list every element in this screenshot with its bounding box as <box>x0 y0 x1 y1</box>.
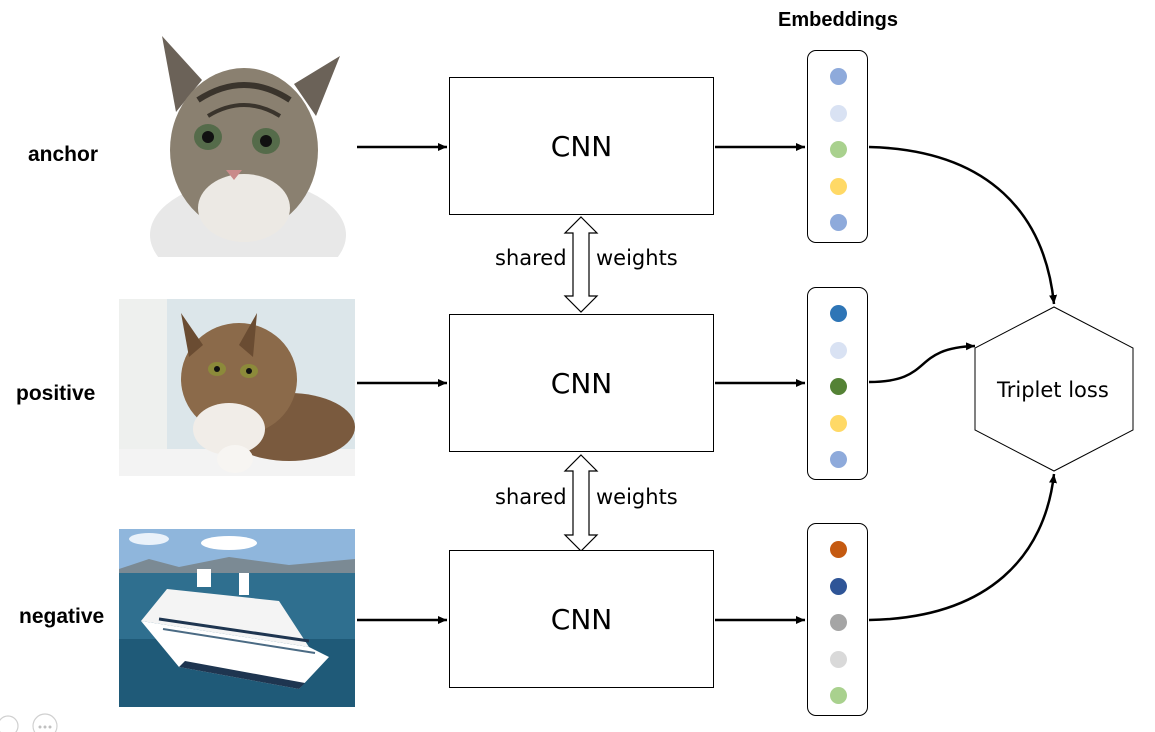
cnn-label: CNN <box>550 602 613 636</box>
label-anchor: anchor <box>28 143 99 166</box>
cnn-box-positive: CNN <box>449 314 714 452</box>
embedding-dot <box>830 414 847 432</box>
embedding-dot <box>830 141 847 158</box>
embedding-anchor <box>807 50 868 243</box>
embedding-dot <box>830 177 847 195</box>
curve-positive-to-loss <box>868 342 976 384</box>
embedding-dot <box>830 214 847 231</box>
shared-label-2: shared <box>495 485 567 509</box>
zoom-icon[interactable] <box>0 715 19 732</box>
embedding-dot <box>830 378 847 395</box>
cnn-box-anchor: CNN <box>449 77 714 215</box>
curve-negative-to-loss <box>868 473 1057 622</box>
curve-anchor-to-loss <box>868 145 1058 305</box>
embedding-dot <box>830 650 847 668</box>
embedding-negative <box>807 523 868 716</box>
shared-weights-arrow-2 <box>563 454 599 552</box>
triplet-loss-hexagon <box>974 306 1134 472</box>
embedding-dot <box>830 577 847 595</box>
slide-controls <box>0 713 58 732</box>
triplet-loss-label: Triplet loss <box>997 378 1109 402</box>
embedding-dot <box>830 104 847 122</box>
shared-weights-arrow-1 <box>563 216 599 313</box>
more-options-icon[interactable] <box>32 713 58 732</box>
embeddings-heading: Embeddings <box>778 9 899 31</box>
weights-label-2: weights <box>596 485 678 509</box>
label-positive: positive <box>16 382 96 405</box>
kitten-photo <box>119 299 355 476</box>
embedding-dot <box>830 451 847 468</box>
embedding-dot <box>830 68 847 85</box>
cruise-ship-photo <box>119 529 355 707</box>
label-negative: negative <box>19 605 105 628</box>
embedding-dot <box>830 687 847 704</box>
embedding-dot <box>830 614 847 631</box>
shared-label-1: shared <box>495 246 567 270</box>
embedding-dot <box>830 341 847 359</box>
embedding-positive <box>807 287 868 480</box>
cnn-label: CNN <box>550 129 613 163</box>
cnn-label: CNN <box>550 366 613 400</box>
embedding-dot <box>830 541 847 558</box>
embedding-dot <box>830 305 847 322</box>
cat-photo <box>148 30 348 257</box>
cnn-box-negative: CNN <box>449 550 714 688</box>
weights-label-1: weights <box>596 246 678 270</box>
